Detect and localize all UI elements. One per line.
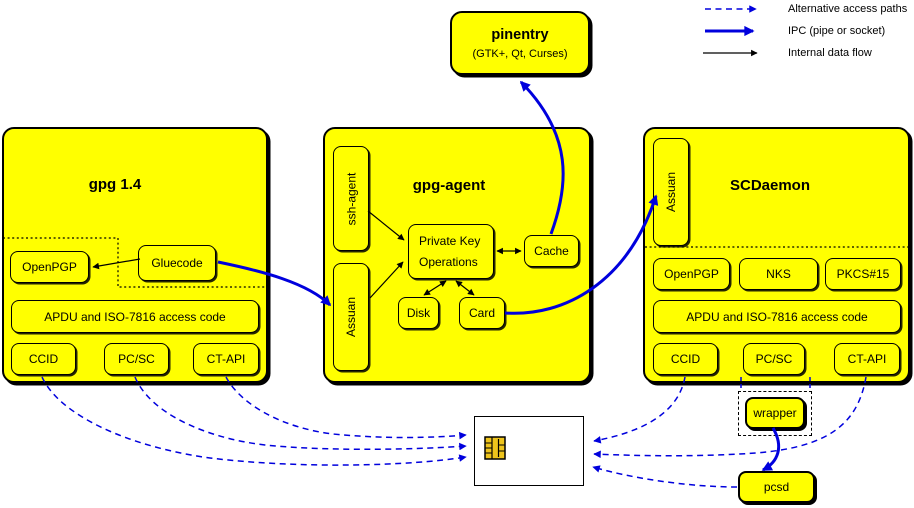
gpg14-openpgp-box: OpenPGP: [10, 251, 89, 283]
pcsd-box: pcsd: [738, 471, 815, 503]
pinentry-box: pinentry (GTK+, Qt, Curses): [450, 11, 590, 75]
gpg14-apdu-box: APDU and ISO-7816 access code: [11, 300, 259, 333]
gpg-agent-title: gpg-agent: [412, 177, 486, 194]
ssh-agent-label: ssh-agent: [344, 172, 359, 225]
chip-icon: [484, 436, 506, 460]
scdaemon-title: SCDaemon: [729, 177, 811, 194]
scdaemon-ctapi-box: CT-API: [834, 343, 900, 375]
scdaemon-pcsc-box: PC/SC: [743, 343, 805, 375]
scdaemon-apdu-box: APDU and ISO-7816 access code: [653, 300, 901, 333]
assuan-label: Assuan: [344, 296, 358, 338]
gpg-agent-ssh-agent-box: ssh-agent: [333, 146, 369, 251]
legend-alternative-access-label: Alternative access paths: [788, 3, 908, 15]
pinentry-title: pinentry: [491, 26, 549, 43]
scdaemon-assuan-label: Assuan: [664, 171, 678, 213]
gpg-agent-assuan-box: Assuan: [333, 263, 369, 371]
gpg14-gluecode-box: Gluecode: [138, 245, 216, 281]
gpg14-ccid-box: CCID: [11, 343, 76, 375]
pko-line2: Operations: [419, 254, 478, 269]
scdaemon-pkcs15-box: PKCS#15: [825, 258, 901, 290]
disk-box: Disk: [398, 297, 439, 329]
pko-line1: Private Key: [419, 233, 481, 248]
pinentry-subtitle: (GTK+, Qt, Curses): [472, 47, 568, 60]
scdaemon-nks-box: NKS: [739, 258, 818, 290]
legend-internal-flow-label: Internal data flow: [788, 47, 872, 59]
scdaemon-ccid-box: CCID: [653, 343, 718, 375]
wrapper-box: wrapper: [745, 397, 805, 429]
card-box: Card: [459, 297, 505, 329]
legend-ipc-label: IPC (pipe or socket): [788, 25, 886, 37]
scdaemon-assuan-box: Assuan: [653, 138, 689, 246]
scdaemon-openpgp-box: OpenPGP: [653, 258, 730, 290]
private-key-operations-box: Private Key Operations: [408, 224, 494, 279]
cache-box: Cache: [524, 235, 579, 267]
smartcard-graphic: [474, 416, 584, 486]
gpg14-title: gpg 1.4: [88, 176, 142, 193]
gpg14-ctapi-box: CT-API: [193, 343, 259, 375]
gpg14-pcsc-box: PC/SC: [104, 343, 169, 375]
